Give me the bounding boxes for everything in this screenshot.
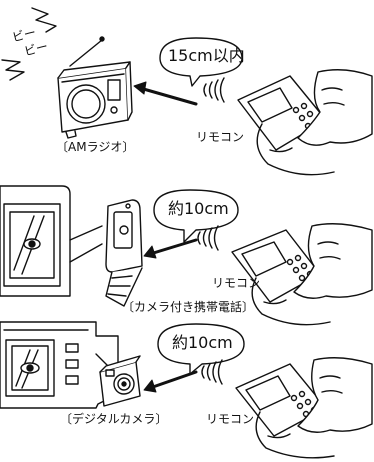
distance-label: 15cm以内 bbox=[168, 46, 245, 65]
am-radio-icon bbox=[57, 36, 133, 139]
distance-label: 約10cm bbox=[172, 333, 233, 352]
ir-signal-icon bbox=[201, 359, 223, 385]
camera-screen-zoom bbox=[0, 321, 119, 409]
remote-with-hands-2 bbox=[231, 223, 373, 326]
ir-signal-icon bbox=[203, 77, 225, 103]
device-label: 〔カメラ付き携帯電話〕 bbox=[122, 300, 255, 314]
camera-phone-icon bbox=[105, 199, 143, 307]
distance-bubble-3 bbox=[157, 323, 245, 375]
distance-arrow-2 bbox=[143, 238, 198, 259]
distance-arrow-3 bbox=[143, 370, 198, 393]
remote-label: リモコン bbox=[212, 276, 261, 290]
device-label: 〔デジタルカメラ〕 bbox=[60, 412, 168, 426]
noise-zigzag-icon bbox=[1, 7, 57, 81]
remote-label: リモコン bbox=[196, 130, 245, 144]
distance-bubble-2 bbox=[153, 189, 239, 243]
digital-camera-icon bbox=[99, 355, 141, 407]
device-label: 〔AMラジオ〕 bbox=[56, 140, 135, 154]
remote-with-hands-1 bbox=[237, 69, 373, 176]
phone-screen-zoom bbox=[0, 185, 103, 297]
distance-bubble-1 bbox=[159, 37, 243, 87]
distance-label: 約10cm bbox=[168, 199, 229, 218]
remote-label: リモコン bbox=[206, 412, 255, 426]
ir-signal-icon bbox=[197, 225, 219, 251]
distance-arrow-1 bbox=[133, 81, 198, 106]
remote-with-hands-3 bbox=[235, 357, 373, 459]
